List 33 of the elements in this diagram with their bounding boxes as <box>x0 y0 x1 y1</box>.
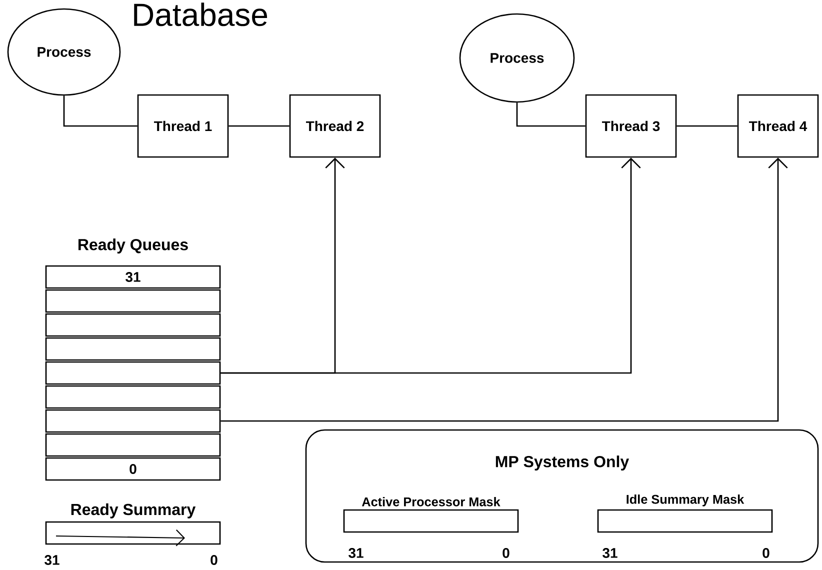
thread-box: Thread 2 <box>289 94 381 158</box>
register-box: Idle Summary Mask 31 0 <box>597 494 773 558</box>
node-label: Idle Summary Mask <box>626 494 744 506</box>
node-label: 0 <box>502 548 510 558</box>
queue-slot <box>45 433 221 457</box>
connector <box>220 158 788 422</box>
queue-slot: 0 <box>45 457 221 481</box>
queue-slot: 31 <box>45 265 221 289</box>
node-label: Active Processor Mask <box>362 497 500 506</box>
thread-box: Thread 4 <box>737 94 819 158</box>
node-label: 31 <box>602 548 618 558</box>
thread-box: Thread 1 <box>137 94 229 158</box>
queue-slot <box>45 289 221 313</box>
connector <box>516 102 586 127</box>
node-label: 0 <box>210 555 218 565</box>
queue-slot <box>45 313 221 337</box>
heading: Ready Queues <box>78 238 188 254</box>
register-box: Active Processor Mask 31 0 <box>343 497 519 558</box>
node-label: 0 <box>762 548 770 558</box>
connector <box>220 158 641 374</box>
connector <box>228 125 290 127</box>
connector <box>676 125 738 127</box>
queue-slot <box>45 361 221 385</box>
node-label: Ready Summary <box>71 503 196 518</box>
node-label: 31 <box>348 548 364 558</box>
queue-slot <box>45 337 221 361</box>
connector <box>63 96 138 127</box>
thread-box: Thread 3 <box>585 94 677 158</box>
node-label: 31 <box>44 555 60 565</box>
queue-slot <box>45 385 221 409</box>
register-box: Ready Summary 31 0 <box>44 503 221 565</box>
title: Database <box>134 2 268 26</box>
queue-slot <box>45 409 221 433</box>
